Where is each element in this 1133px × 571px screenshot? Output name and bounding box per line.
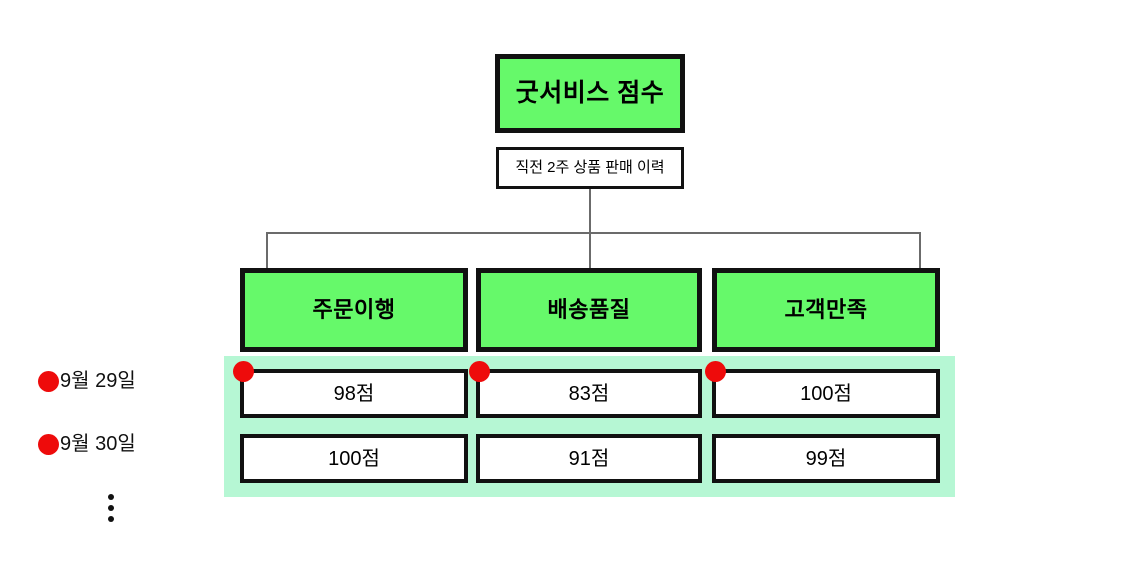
- red-marker-dot-icon: [38, 434, 59, 455]
- score-cell: 98점: [240, 369, 468, 418]
- category-node-customer-satisfaction: 고객만족: [712, 268, 940, 352]
- score-cell: 100점: [712, 369, 940, 418]
- ellipsis-dot: [108, 494, 114, 500]
- score-cell: 100점: [240, 434, 468, 483]
- red-marker-dot-icon: [233, 361, 254, 382]
- red-marker-dot-icon: [38, 371, 59, 392]
- score-cell: 99점: [712, 434, 940, 483]
- date-legend-row: 9월 29일: [38, 371, 136, 392]
- red-marker-dot-icon: [705, 361, 726, 382]
- score-cell: 83점: [476, 369, 702, 418]
- connector-horizontal-bus: [266, 232, 921, 234]
- ellipsis-dot: [108, 505, 114, 511]
- period-node-sales-history: 직전 2주 상품 판매 이력: [496, 147, 684, 189]
- connector-trunk-line: [589, 189, 591, 233]
- connector-drop-left: [266, 232, 268, 268]
- score-cell: 91점: [476, 434, 702, 483]
- date-label: 9월 30일: [60, 433, 136, 455]
- root-node-good-service-score: 굿서비스 점수: [495, 54, 685, 133]
- category-node-order-fulfillment: 주문이행: [240, 268, 468, 352]
- red-marker-dot-icon: [469, 361, 490, 382]
- category-node-delivery-quality: 배송품질: [476, 268, 702, 352]
- date-legend-row: 9월 30일: [38, 434, 136, 455]
- vertical-ellipsis-icon: [103, 494, 119, 522]
- date-label: 9월 29일: [60, 370, 136, 392]
- ellipsis-dot: [108, 516, 114, 522]
- connector-drop-right: [919, 232, 921, 268]
- connector-drop-middle: [589, 232, 591, 268]
